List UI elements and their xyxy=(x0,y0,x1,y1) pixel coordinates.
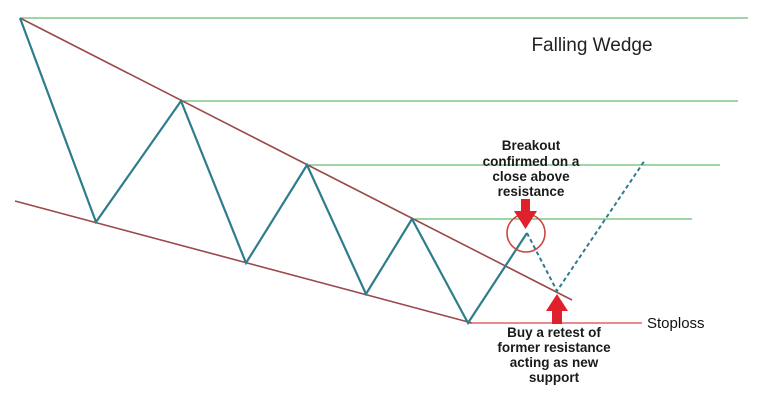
wedge-lines xyxy=(14,17,573,324)
buy-retest-text-line: acting as new xyxy=(510,355,599,370)
upper-wedge-line xyxy=(19,17,573,301)
lower-wedge-line xyxy=(14,200,473,324)
breakout-text-line: close above xyxy=(492,169,570,184)
resistance-levels xyxy=(20,17,748,220)
breakout-text-line: confirmed on a xyxy=(483,154,580,169)
breakout-text-line: resistance xyxy=(498,184,565,199)
price-zigzag xyxy=(18,17,528,326)
buy-retest-text-line: support xyxy=(529,370,580,385)
breakout-text-line: Breakout xyxy=(502,138,561,153)
projected-price-path xyxy=(526,159,646,293)
arrow-up-icon xyxy=(546,294,568,324)
diagram-title: Falling Wedge xyxy=(531,35,652,56)
buy-retest-annotation: Buy a retest of former resistance acting… xyxy=(497,325,611,385)
stoploss-label: Stoploss xyxy=(647,315,705,332)
breakout-annotation: Breakout confirmed on a close above resi… xyxy=(483,138,580,199)
buy-retest-text-line: Buy a retest of xyxy=(507,325,601,340)
buy-retest-text-line: former resistance xyxy=(497,340,611,355)
arrow-down-icon xyxy=(514,199,537,229)
